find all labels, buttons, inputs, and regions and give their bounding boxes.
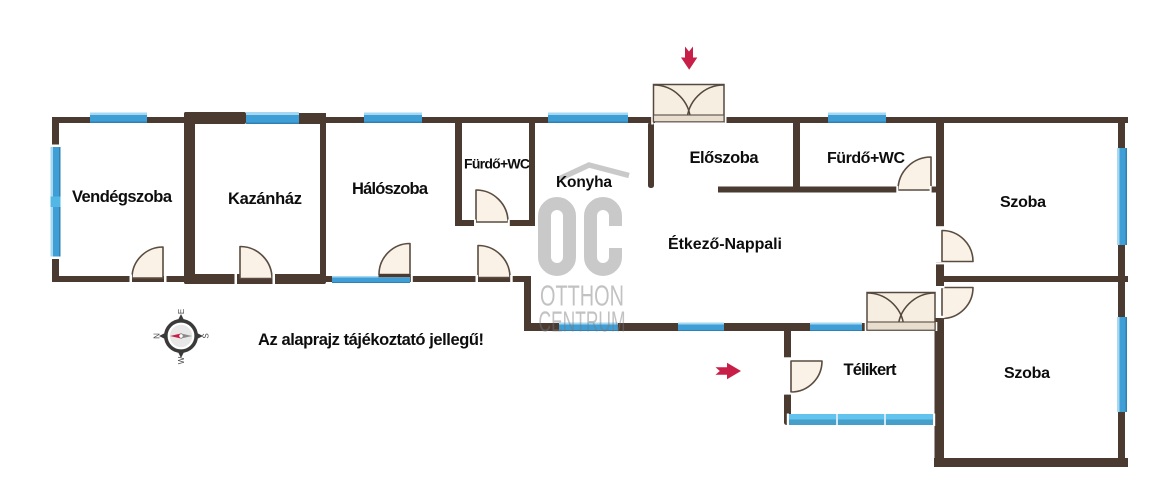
svg-text:Szoba: Szoba [1000,194,1046,211]
svg-text:E: E [177,309,186,314]
svg-text:Fürdő+WC: Fürdő+WC [827,150,905,167]
svg-text:OTTHON: OTTHON [540,281,624,313]
svg-text:Fürdő+WC: Fürdő+WC [464,156,530,172]
svg-text:Télikert: Télikert [844,361,898,379]
svg-text:Hálószoba: Hálószoba [352,180,429,198]
svg-text:Konyha: Konyha [556,174,612,191]
svg-text:Kazánház: Kazánház [228,190,302,208]
svg-text:Szoba: Szoba [1004,365,1050,382]
svg-text:Vendégszoba: Vendégszoba [72,188,173,206]
svg-text:Előszoba: Előszoba [690,149,760,167]
svg-text:Étkező-Nappali: Étkező-Nappali [668,234,782,253]
svg-text:CENTRUM: CENTRUM [539,307,626,339]
svg-text:S: S [201,333,210,338]
svg-text:W: W [177,356,186,364]
svg-text:Az alaprajz tájékoztató jelleg: Az alaprajz tájékoztató jellegű! [258,331,484,349]
svg-text:N: N [152,333,161,339]
